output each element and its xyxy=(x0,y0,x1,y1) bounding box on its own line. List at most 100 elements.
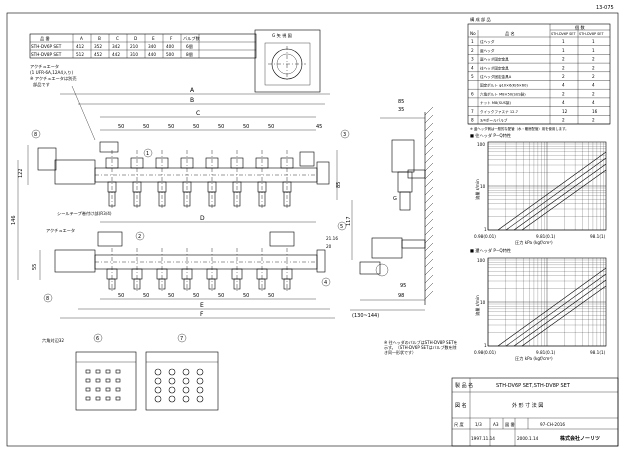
wall-hatch-line xyxy=(424,146,434,156)
graph-1-title: ■ 往ヘッダ P−Q特性 xyxy=(470,132,511,139)
dim-E: E xyxy=(200,302,204,309)
doc-number: 13-075 xyxy=(596,5,614,11)
wall-hatch-line xyxy=(424,122,434,132)
size-r0-c1: 412 xyxy=(76,44,84,49)
bag7-part xyxy=(154,386,162,394)
hex-label: 六角対辺32 xyxy=(42,337,64,344)
dim-50-h: 50 xyxy=(118,293,124,299)
bag7-part xyxy=(182,377,190,385)
supply-end-cap xyxy=(316,161,330,185)
bag7-part xyxy=(168,368,176,376)
dim-D: D xyxy=(200,215,205,222)
graph-curve xyxy=(513,279,607,347)
dim-50-a: 50 xyxy=(118,124,124,130)
parts-row-qty8: 4 xyxy=(592,100,595,105)
parts-row-qty8: 2 xyxy=(592,65,595,70)
air-vent-note: ※ アクチュエータは別売 xyxy=(30,75,77,82)
tb-dwg-no: 97-CH-2016 xyxy=(540,422,565,427)
seal-label: シールテープ巻付け部(R3/4) xyxy=(57,210,112,217)
bag6-part xyxy=(85,396,91,401)
graph-1: ■ 往ヘッダ P−Q特性 流量 ℓ/min 100 10 1 0.98(0.01… xyxy=(470,132,607,246)
tb-scale: 1/3 xyxy=(475,422,482,427)
bag7-part xyxy=(196,368,204,376)
tb-company: 株式会社ノーリツ xyxy=(560,435,600,442)
side-return-body xyxy=(371,237,403,259)
callout-2: 2 xyxy=(138,234,141,240)
bag6-part xyxy=(115,387,121,392)
graph-2-title: ■ 還ヘッダ P−Q特性 xyxy=(470,247,511,254)
note-bottom-box: ※ 往ヘッダのバルブはSTH-DV8P SETを示す。（STH-DV6P SET… xyxy=(384,340,458,355)
parts-h-0: No xyxy=(470,31,476,36)
wall-hatch-line xyxy=(424,234,434,244)
dim-50-d: 50 xyxy=(193,124,199,130)
graph-1-xlabel: 圧力 kPa (kgf/cm²) xyxy=(515,239,553,246)
return-bracket-left xyxy=(97,231,123,247)
callout-1: 1 xyxy=(146,151,149,157)
callout-7: 7 xyxy=(180,336,183,342)
return-header-view: D 50 50 50 50 50 50 50 E F 146 55 シールテープ… xyxy=(11,160,338,344)
dim-20: 20 xyxy=(326,244,332,249)
graph-2-ytick-0: 100 xyxy=(477,258,485,263)
parts-row-qty6: 2 xyxy=(562,118,565,123)
bag7-part xyxy=(182,368,190,376)
graph-curve xyxy=(505,273,607,347)
bag6-part xyxy=(95,396,101,401)
parts-row-qty6: 12 xyxy=(562,109,568,114)
bag7-part xyxy=(168,377,176,385)
bag7-part xyxy=(196,386,204,394)
parts-row-no: 4 xyxy=(471,65,474,70)
size-th-2: B xyxy=(98,36,101,41)
bag6-part xyxy=(95,378,101,383)
bag6-part xyxy=(115,378,121,383)
parts-row-no: 6 xyxy=(471,91,474,96)
bag6-part xyxy=(115,396,121,401)
g-view-label: G 矢 視 図 xyxy=(272,32,292,39)
graph-curve xyxy=(497,267,607,347)
callouts: 1 2 3 4 5 6 7 8 8 xyxy=(31,129,350,343)
size-r1-c1: 512 xyxy=(76,52,84,57)
callout-6: 6 xyxy=(96,336,99,342)
dim-50-c: 50 xyxy=(168,124,174,130)
size-th-0: 品 番 xyxy=(40,35,51,42)
return-inlet-fitting xyxy=(54,249,96,273)
bag6-part xyxy=(85,378,91,383)
air-vent-label: アクチュエータ xyxy=(30,63,59,70)
graph-2-xtick-1: 9.81(0.1) xyxy=(536,350,556,355)
parts-row-qty6: 1 xyxy=(562,48,565,53)
graph-1-ylabel: 流量 ℓ/min xyxy=(474,179,481,200)
parts-row-qty6: 4 xyxy=(562,100,565,105)
wall-hatch-line xyxy=(424,266,434,276)
graph-1-xtick-1: 9.81(0.1) xyxy=(536,234,556,239)
dim-50-i: 50 xyxy=(143,293,149,299)
dim-146: 146 xyxy=(11,215,17,225)
tb-size: A3 xyxy=(493,422,499,427)
parts-row-qty8: 4 xyxy=(592,83,595,88)
graph-1-xtick-0: 0.98(0.01) xyxy=(474,234,496,239)
dim-B: B xyxy=(190,97,194,104)
size-r1-c3: 442 xyxy=(112,52,120,57)
graph-2: ■ 還ヘッダ P−Q特性 流量 ℓ/min 100 10 1 0.98(0.01… xyxy=(470,247,607,362)
dim-45: 45 xyxy=(316,124,322,130)
size-r1-c4: 310 xyxy=(130,52,138,57)
dim-50-l: 50 xyxy=(218,293,224,299)
graph-curve xyxy=(497,151,607,231)
dim-G: G xyxy=(393,196,397,202)
dim-50-f: 50 xyxy=(243,124,249,130)
wall-hatch-line xyxy=(424,274,434,284)
bag6-part xyxy=(105,387,111,392)
wall-hatch-line xyxy=(424,114,434,124)
wall-hatch-line xyxy=(424,106,434,116)
size-th-7: バルブ数 xyxy=(183,35,201,42)
bag7-part xyxy=(168,386,176,394)
size-r1-c0: STH-DV8P SET xyxy=(31,52,62,57)
bag6-part xyxy=(85,369,91,374)
parts-table-title: 構 成 部 品 xyxy=(470,16,491,23)
tb-dwg-label: 図 番 xyxy=(505,421,516,428)
graph-1-ytick-0: 100 xyxy=(477,142,485,147)
callout-4: 4 xyxy=(324,280,327,286)
size-r1-c7: 8個 xyxy=(186,51,193,58)
actuator-0 xyxy=(99,141,119,153)
wall-hatch-line xyxy=(424,194,434,204)
parts-row-no: 3 xyxy=(471,57,474,62)
